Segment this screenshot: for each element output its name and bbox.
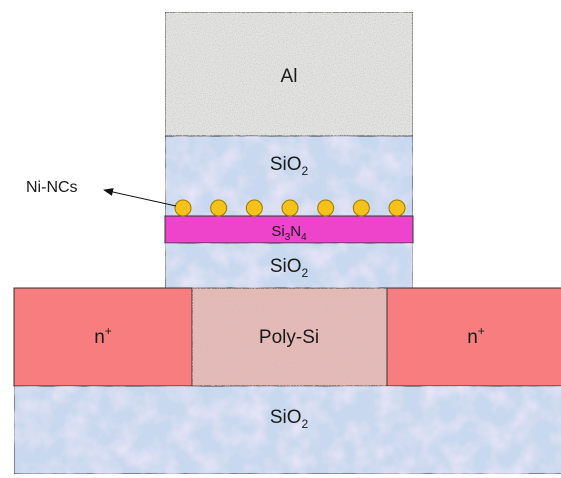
sio2-substrate-layer (13, 385, 561, 475)
ni-nanocrystal (210, 199, 228, 217)
sio2-bottom-label: SiO2 (270, 407, 309, 431)
ni-nanocrystal (388, 199, 406, 217)
si3n4-label: Si3N4 (271, 223, 307, 243)
ni-ncs-arrow (103, 188, 177, 207)
sio2-top-label: SiO2 (270, 154, 309, 178)
poly-si-channel-region (191, 287, 388, 387)
n-plus-right-label: n+ (467, 324, 485, 348)
n-plus-drain-region (386, 287, 561, 387)
n-plus-source-region (13, 287, 193, 387)
ni-nanocrystal (174, 199, 192, 217)
ni-nanocrystal (352, 199, 370, 217)
sio2-mid-label: SiO2 (270, 256, 309, 280)
al-label: Al (281, 66, 298, 87)
ni-nanocrystal (281, 199, 299, 217)
ni-ncs-label: Ni-NCs (26, 179, 78, 196)
si3n4-layer (164, 215, 414, 244)
ni-nanocrystal (245, 199, 263, 217)
al-layer (164, 11, 414, 137)
ni-nanocrystals (174, 199, 406, 217)
ni-nanocrystal (317, 199, 335, 217)
n-plus-left-label: n+ (94, 324, 112, 348)
poly-si-label: Poly-Si (259, 327, 319, 348)
